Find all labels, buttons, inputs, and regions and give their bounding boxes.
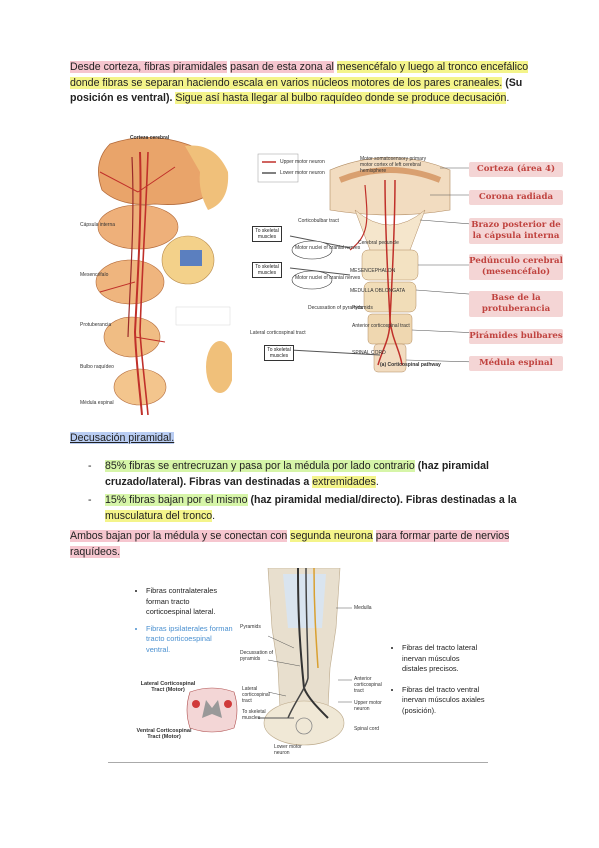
- ambos-paragraph: Ambos bajan por la médula y se conectan …: [70, 529, 530, 560]
- list-item: - 15% fibras bajan por el mismo (haz pir…: [88, 494, 517, 522]
- fig2-label-spinal-cord: Spinal cord: [354, 726, 380, 732]
- fig2-lateral-tract-label: Lateral Corticospinal Tract (Motor): [140, 681, 196, 693]
- bullet-1-d: .: [375, 475, 379, 488]
- to-skeletal-1: To skeletal muscles: [252, 226, 282, 242]
- fig2-ventral-tract-label: Ventral Corticospinal Tract (Motor): [136, 728, 192, 740]
- bullet-2-d: .: [212, 509, 216, 522]
- fig2-label-pyramids: Pyramids: [240, 624, 261, 630]
- bullet-2-a: 15% fibras bajan por el mismo: [105, 494, 248, 506]
- fig2-label-medulla: Medulla: [354, 605, 372, 611]
- decusacion-list: - 85% fibras se entrecruzan y pasa por l…: [70, 459, 530, 527]
- corticospinal-pathway-diagram: Upper motor neuron Lower motor neuron Mo…: [250, 150, 560, 375]
- intro-text-6: .: [506, 92, 510, 104]
- fig2-label-decussation: Decussation of pyramids: [240, 650, 274, 662]
- bullet-2-c: musculatura del tronco: [105, 509, 213, 522]
- fig2-label-lower-motor: Lower motor neuron: [274, 744, 302, 756]
- intro-text-5: Sigue así hasta llegar al bulbo raquídeo…: [175, 92, 507, 104]
- left-label-3: Protuberancia: [80, 322, 112, 328]
- list-item: - 85% fibras se entrecruzan y pasa por l…: [88, 460, 489, 488]
- label-corticobulbar: Corticobulbar tract: [298, 218, 339, 224]
- label-decussation: Decussation of pyramids: [308, 305, 363, 311]
- tag-pedunculo: Pedúnculo cerebral (mesencéfalo): [469, 254, 563, 280]
- left-label-4: Bulbo raquídeo: [80, 364, 114, 370]
- tag-corona-radiada: Corona radiada: [469, 190, 563, 205]
- left-label-2: Mesencéfalo: [80, 272, 109, 278]
- fig2-left-text: Fibras contralaterales forman tracto cor…: [136, 586, 236, 655]
- fig2-right-item-2: Fibras del tracto ventral inervan múscul…: [402, 685, 486, 717]
- label-medulla: MEDULLA OBLONGATA: [350, 288, 406, 294]
- ambos-text-1: Ambos bajan por la médula y se conectan …: [70, 530, 288, 542]
- brainstem-illustration: Corteza cerebral Cápsula interna Mesencé…: [80, 132, 234, 416]
- left-label-1: Cápsula interna: [80, 222, 116, 228]
- fig2-right-text: Fibras del tracto lateral inervan múscul…: [392, 643, 486, 716]
- label-spinal-cord: SPINAL CORD: [352, 350, 386, 356]
- intro-text-1: Desde corteza, fibras piramidales: [70, 61, 228, 73]
- brainstem-drawing: [80, 132, 234, 416]
- intro-text-4: (Su posición es ventral).: [70, 76, 523, 105]
- pathway-caption: (a) Corticospinal pathway: [380, 362, 441, 368]
- motor-nuclei-1: Motor nuclei of cranial nerves: [295, 245, 361, 251]
- bullet-1-a: 85% fibras se entrecruzan y pasa por la …: [105, 460, 415, 472]
- motor-nuclei-2: Motor nuclei of cranial nerves: [295, 275, 361, 281]
- tag-capsula-interna: Brazo posterior de la cápsula interna: [469, 218, 563, 244]
- legend-lower: Lower motor neuron: [280, 170, 325, 176]
- ambos-text-2: segunda neurona: [290, 530, 373, 542]
- to-skeletal-2: To skeletal muscles: [252, 262, 282, 278]
- left-label-5: Médula espinal: [80, 400, 114, 406]
- bullet-1-b: (haz piramidal cruzado/lateral). Fibras …: [105, 460, 489, 488]
- legend-upper: Upper motor neuron: [280, 159, 325, 165]
- intro-paragraph: Desde corteza, fibras piramidales pasan …: [70, 60, 530, 107]
- fig2-label-anterior-cst: Anterior corticospinal tract: [354, 676, 382, 694]
- bullet-1-c: extremidades: [312, 475, 376, 488]
- fig2-left-item-1: Fibras contralaterales forman tracto cor…: [146, 586, 236, 618]
- fig2-label-to-skeletal: To skeletal muscles: [242, 709, 266, 721]
- decusacion-heading-text: Decusación piramidal.: [70, 432, 175, 444]
- fig2-label-lateral-cst: Lateral corticospinal tract: [242, 686, 270, 704]
- to-skeletal-3: To skeletal muscles: [264, 345, 294, 361]
- corticospinal-tracts-figure: Fibras contralaterales forman tracto cor…: [108, 568, 488, 763]
- label-cerebral-peduncle: Cerebral peduncle: [358, 240, 399, 246]
- tag-medula-espinal: Médula espinal: [469, 356, 563, 371]
- tag-piramides: Pirámides bulbares: [469, 329, 563, 344]
- label-motor-cortex: Motor somatosensory primary motor cortex…: [360, 156, 427, 174]
- bullet-2-b: (haz piramidal medial/directo). Fibras d…: [250, 494, 517, 506]
- label-pyramids: Pyramids: [352, 305, 373, 311]
- illustration-title: Corteza cerebral: [130, 135, 170, 141]
- label-lateral-cst: Lateral corticospinal tract: [250, 330, 306, 336]
- fig2-left-item-2: Fibras ipsilaterales forman tracto corti…: [146, 624, 236, 656]
- fig2-right-item-1: Fibras del tracto lateral inervan múscul…: [402, 643, 486, 675]
- intro-text-2: pasan de esta zona al: [230, 61, 334, 73]
- decusacion-heading: Decusación piramidal.: [70, 431, 530, 447]
- fig2-label-upper-motor: Upper motor neuron: [354, 700, 382, 712]
- tag-protuberancia: Base de la protuberancia: [469, 291, 563, 317]
- label-mesencephalon: MESENCEPHALON: [350, 268, 396, 274]
- label-anterior-cst: Anterior corticospinal tract: [352, 323, 410, 329]
- tag-corteza: Corteza (área 4): [469, 162, 563, 177]
- spinal-tracts-drawing: [186, 568, 352, 746]
